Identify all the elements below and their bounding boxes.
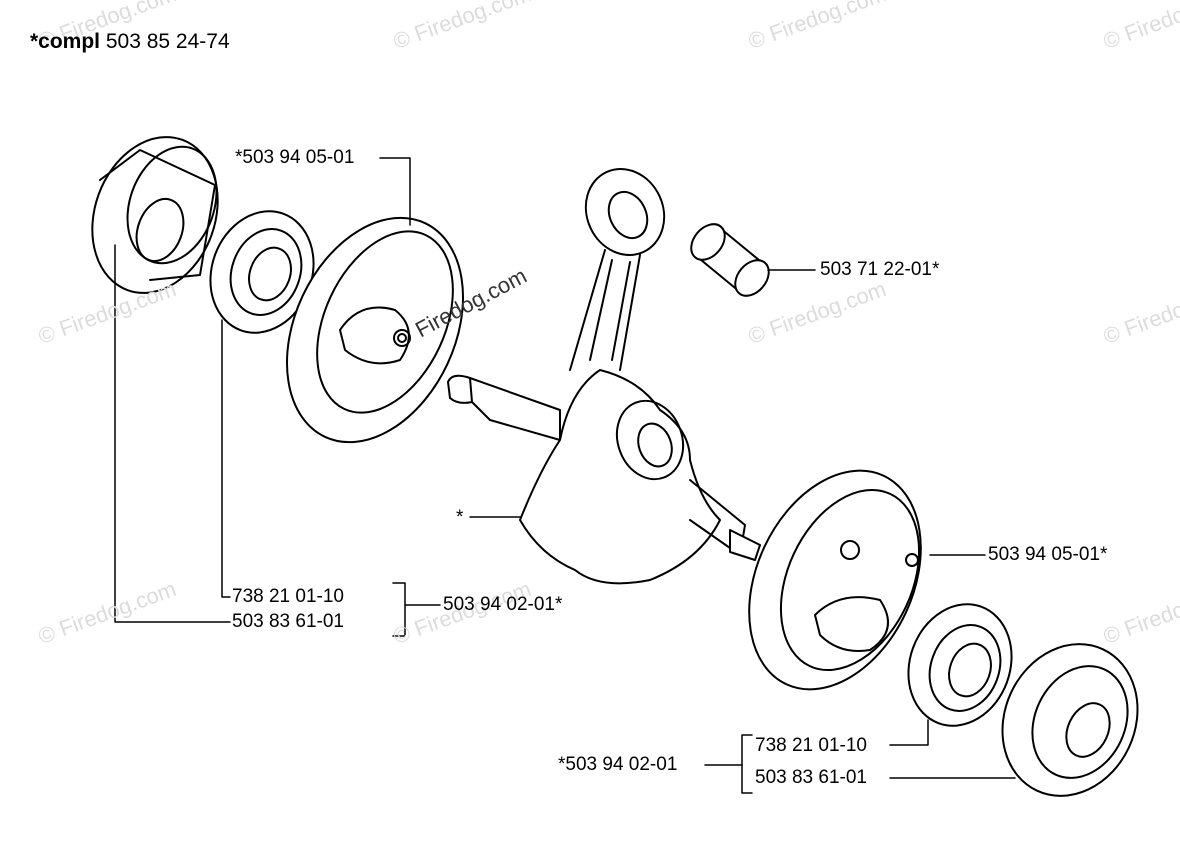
label-needle-bearing: 503 71 22-01*: [820, 259, 940, 280]
upper-flywheel-half: [286, 216, 464, 444]
label-crankshaft: *: [456, 507, 464, 528]
label-flywheel-half-top: *503 94 05-01: [235, 147, 355, 168]
label-bearing-right: 738 21 01-10: [755, 735, 867, 756]
left-seal-ring: [91, 136, 219, 294]
label-seal-right: 503 83 61-01: [755, 767, 867, 788]
right-seal-ring: [1001, 643, 1139, 797]
label-flywheel-half-bottom: 503 94 05-01*: [988, 544, 1108, 565]
crankshaft: [447, 369, 761, 585]
connecting-rod: [569, 168, 666, 371]
leader-lines: [114, 157, 1016, 794]
left-ball-bearing: [209, 210, 315, 334]
label-seal-left: 503 83 61-01: [232, 611, 344, 632]
title-prefix: *compl: [30, 30, 101, 53]
label-bearing-left: 738 21 01-10: [232, 586, 344, 607]
label-kit-left: 503 94 02-01*: [443, 594, 563, 615]
right-ball-bearing: [907, 603, 1013, 727]
assembly-title: *compl 503 85 24-74: [30, 30, 230, 54]
needle-bearing-cage: [690, 223, 770, 297]
title-number: 503 85 24-74: [105, 30, 230, 53]
label-kit-right: *503 94 02-01: [558, 754, 678, 775]
lower-flywheel-half: [748, 469, 922, 691]
